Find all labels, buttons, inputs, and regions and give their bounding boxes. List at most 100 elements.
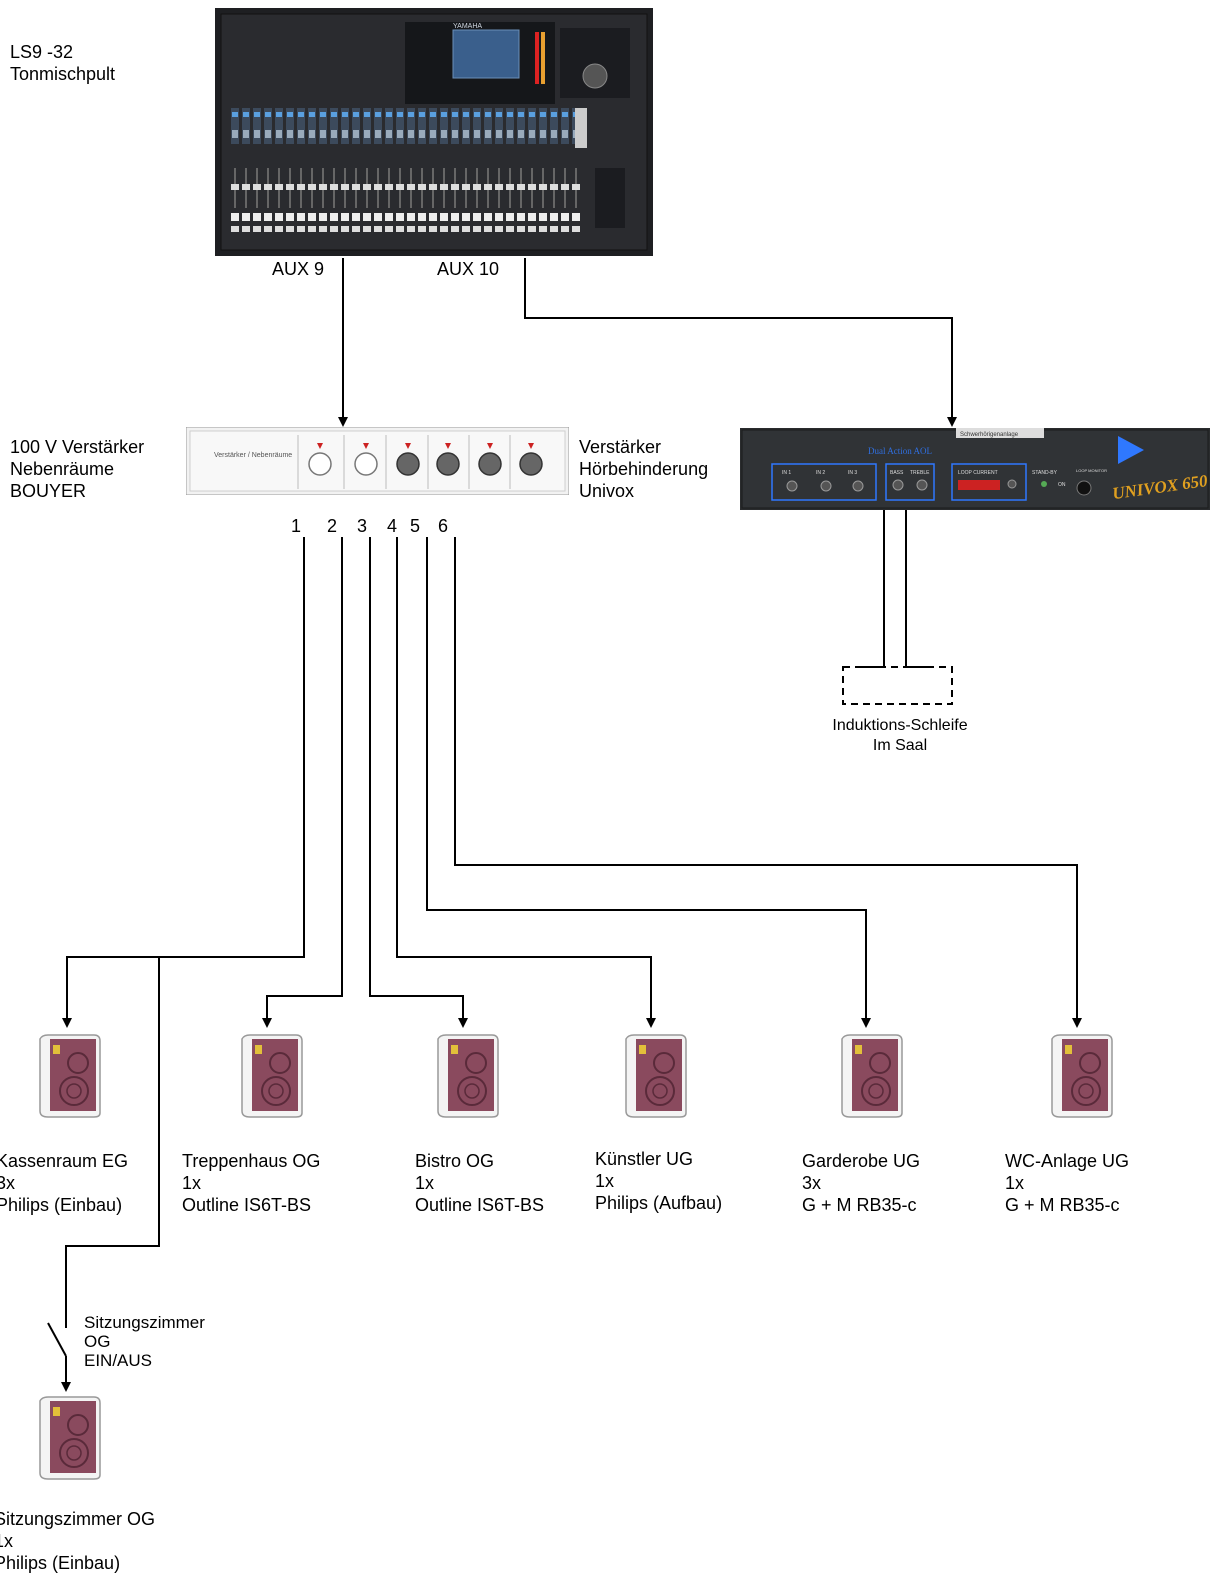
univox-bass-label: BASS xyxy=(890,470,904,476)
amp-bouyer: Verstärker / Nebenräume xyxy=(185,426,570,496)
speaker-count: 3x xyxy=(802,1173,822,1193)
speaker-count: 3x xyxy=(0,1173,16,1193)
amp-knob-6 xyxy=(519,452,543,476)
amp-knob-4 xyxy=(436,452,460,476)
speaker-label-garderobe: Garderobe UG 3x G + M RB35-c xyxy=(802,1150,920,1216)
speaker-icon-kassenraum xyxy=(38,1033,102,1124)
loop-wire-b xyxy=(905,510,930,668)
speaker-label-kassenraum: Kassenraum EG 3x Philips (Einbau) xyxy=(0,1150,128,1216)
amp-label-line-3: BOUYER xyxy=(10,481,87,501)
univox-on-label: ON xyxy=(1058,482,1066,488)
speaker-label-kuenstler: Künstler UG 1x Philips (Aufbau) xyxy=(595,1148,722,1214)
univox-play-icon xyxy=(1118,436,1144,464)
univox-treble-label: TREBLE xyxy=(910,470,930,476)
speaker-model: Philips (Aufbau) xyxy=(595,1193,723,1213)
mixer-model: LS9 -32 xyxy=(10,42,74,62)
loop-label: Induktions-Schleife Im Saal xyxy=(790,716,1010,756)
speaker-icon-wc-anlage xyxy=(1050,1033,1114,1124)
univox-in2-knob xyxy=(820,480,832,492)
amp-knob-1 xyxy=(308,452,332,476)
ch5-wire xyxy=(426,537,871,1028)
speaker-label-sitzungszimmer: Sitzungszimmer OG 1x Philips (Einbau) xyxy=(0,1508,155,1574)
amp-label-line-2: Nebenräume xyxy=(10,459,115,479)
speaker-model: G + M RB35-c xyxy=(802,1195,917,1215)
loop-label-line-2: Im Saal xyxy=(872,737,928,754)
switch-label-line-2: OG xyxy=(84,1332,111,1351)
aux10-wire xyxy=(524,258,957,427)
univox-treble-knob xyxy=(916,479,928,491)
speaker-count: 1x xyxy=(415,1173,435,1193)
speaker-room: WC-Anlage UG xyxy=(1005,1151,1130,1171)
amp-knob-3 xyxy=(396,452,420,476)
speaker-icon-bistro xyxy=(436,1033,500,1124)
speaker-count: 1x xyxy=(0,1531,14,1551)
univox-650-amplifier: Schwerhörigenanlage Dual Action AOL IN 1… xyxy=(740,428,1210,510)
univox-label: Verstärker Hörbehinderung Univox xyxy=(579,436,708,502)
loop-wire-a xyxy=(862,510,885,668)
channel-number-6: 6 xyxy=(438,516,449,536)
univox-tag: Schwerhörigenanlage xyxy=(960,432,1019,438)
speaker-icon-garderobe xyxy=(840,1033,904,1124)
univox-bass-knob xyxy=(892,479,904,491)
amp-panel-label: Verstärker / Nebenräume xyxy=(214,452,292,459)
univox-loop-led-bar xyxy=(958,480,1000,490)
univox-in1-knob xyxy=(786,480,798,492)
univox-standby-label: STAND-BY xyxy=(1032,470,1058,476)
univox-label-line-1: Verstärker xyxy=(579,437,662,457)
amp-label-line-1: 100 V Verstärker xyxy=(10,437,145,457)
speaker-label-treppenhaus: Treppenhaus OG 1x Outline IS6T-BS xyxy=(182,1150,320,1216)
univox-loop-current-label: LOOP CURRENT xyxy=(958,470,998,476)
speaker-model: G + M RB35-c xyxy=(1005,1195,1120,1215)
univox-in3-knob xyxy=(852,480,864,492)
speaker-model: Philips (Einbau) xyxy=(0,1553,121,1573)
speaker-model: Outline IS6T-BS xyxy=(182,1195,312,1215)
ch4-wire xyxy=(396,537,656,1028)
speaker-label-wc-anlage: WC-Anlage UG 1x G + M RB35-c xyxy=(1005,1150,1129,1216)
speaker-label-bistro: Bistro OG 1x Outline IS6T-BS xyxy=(415,1150,544,1216)
switch-label-line-3: EIN/AUS xyxy=(84,1351,153,1370)
speaker-room: Sitzungszimmer OG xyxy=(0,1509,156,1529)
ch6-wire xyxy=(454,537,1082,1028)
univox-in1-label: IN 1 xyxy=(782,470,791,476)
ch2-wire xyxy=(262,537,343,1028)
induction-loop xyxy=(842,666,953,705)
amp-label: 100 V Verstärker Nebenräume BOUYER xyxy=(10,436,144,502)
speaker-count: 1x xyxy=(595,1171,615,1191)
ch1-branch-wire xyxy=(65,957,160,1328)
aux9-label: AUX 9 xyxy=(272,259,325,279)
speaker-count: 1x xyxy=(182,1173,202,1193)
speaker-room: Kassenraum EG xyxy=(0,1151,129,1171)
univox-in2-label: IN 2 xyxy=(816,470,825,476)
speaker-model: Philips (Einbau) xyxy=(0,1195,123,1215)
channel-number-5: 5 xyxy=(410,516,421,536)
switch-label-line-1: Sitzungszimmer xyxy=(84,1313,205,1332)
switch-blade xyxy=(47,1322,67,1357)
speaker-model: Outline IS6T-BS xyxy=(415,1195,545,1215)
mixer-brand-text: YAMAHA xyxy=(453,23,482,30)
amp-knob-5 xyxy=(478,452,502,476)
switch-label: Sitzungszimmer OG EIN/AUS xyxy=(84,1313,205,1370)
amp-knob-2 xyxy=(354,452,378,476)
speaker-icon-kuenstler xyxy=(624,1033,688,1124)
channel-number-1: 1 xyxy=(291,516,302,536)
univox-brand: Dual Action AOL xyxy=(868,446,932,456)
ch3-wire xyxy=(369,537,468,1028)
mixer-console: YAMAHA xyxy=(215,8,653,256)
channel-number-2: 2 xyxy=(327,516,338,536)
channel-number-4: 4 xyxy=(387,516,398,536)
speaker-room: Treppenhaus OG xyxy=(182,1151,321,1171)
ch1-wire xyxy=(62,537,305,1028)
mixer-label: LS9 -32 Tonmischpult xyxy=(10,41,115,85)
univox-in3-label: IN 3 xyxy=(848,470,857,476)
speaker-icon-sitzungszimmer xyxy=(38,1395,102,1486)
speaker-count: 1x xyxy=(1005,1173,1025,1193)
univox-label-line-2: Hörbehinderung xyxy=(579,459,709,479)
speaker-room: Künstler UG xyxy=(595,1149,694,1169)
loop-label-line-1: Induktions-Schleife xyxy=(832,717,968,734)
amp-knobs xyxy=(308,443,543,476)
speaker-icon-treppenhaus xyxy=(240,1033,304,1124)
mixer-description: Tonmischpult xyxy=(10,64,116,84)
speaker-room: Garderobe UG xyxy=(802,1151,921,1171)
channel-number-3: 3 xyxy=(357,516,368,536)
